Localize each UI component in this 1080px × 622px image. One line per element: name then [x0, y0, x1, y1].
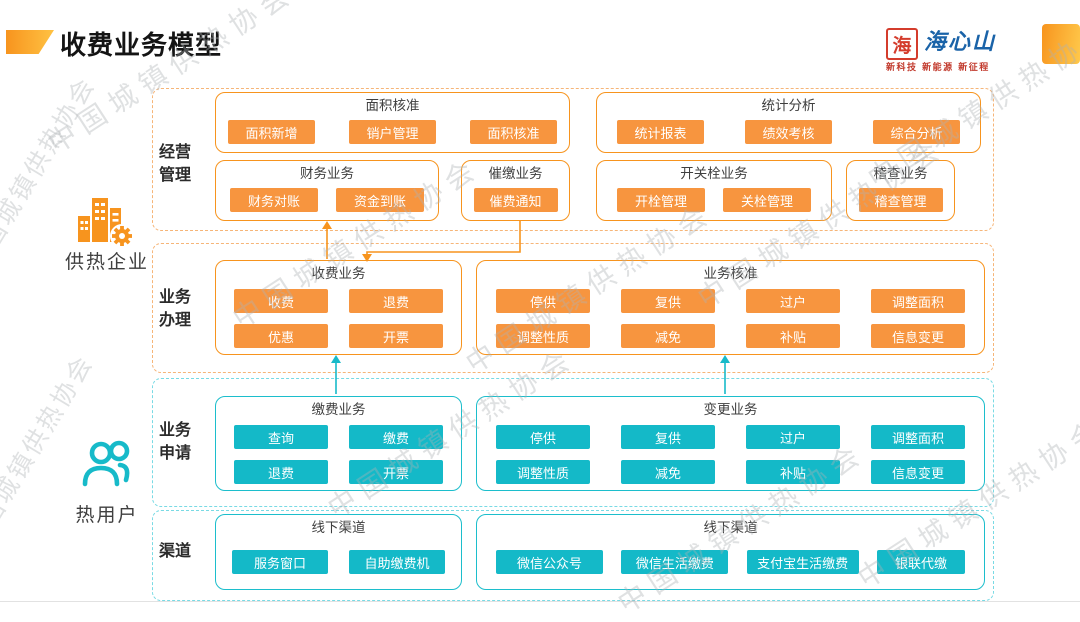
approval-transfer-button[interactable]: 过户: [746, 289, 840, 313]
section-business-application: [152, 378, 994, 507]
pay-button[interactable]: 缴费: [349, 425, 443, 449]
heating-company-label: 供热企业: [64, 252, 149, 273]
request-transfer-button[interactable]: 过户: [746, 425, 840, 449]
approval-reduction-button[interactable]: 减免: [621, 324, 715, 348]
section-label-channels: 渠道: [159, 543, 192, 560]
group-inspection: 稽查业务 稽查管理: [846, 160, 955, 221]
group-payment-business: 缴费业务 查询 缴费 退费 开票: [215, 396, 462, 491]
comprehensive-analysis-button[interactable]: 综合分析: [873, 120, 960, 144]
wechat-official-button[interactable]: 微信公众号: [496, 550, 603, 574]
section-operations-management: [152, 88, 994, 231]
group-title: 收费业务: [311, 266, 366, 281]
approval-info-change-button[interactable]: 信息变更: [871, 324, 965, 348]
stats-report-button[interactable]: 统计报表: [617, 120, 704, 144]
approval-adjust-area-button[interactable]: 调整面积: [871, 289, 965, 313]
group-title: 变更业务: [703, 402, 758, 417]
alipay-life-pay-button[interactable]: 支付宝生活缴费: [746, 550, 859, 574]
group-title: 开关栓业务: [680, 166, 748, 181]
group-statistics-analysis: 统计分析 统计报表 绩效考核 综合分析: [596, 92, 981, 153]
group-valve-switch: 开关栓业务 开栓管理 关栓管理: [596, 160, 832, 221]
request-adjust-nature-button[interactable]: 调整性质: [496, 460, 590, 484]
section-channels: [152, 510, 994, 601]
logo-tagline: 新科技 新能源 新征程: [886, 63, 990, 73]
request-reduction-button[interactable]: 减免: [621, 460, 715, 484]
corner-decoration: [1042, 24, 1080, 64]
page-title: 收费业务模型: [60, 30, 223, 60]
request-subsidy-button[interactable]: 补贴: [746, 460, 840, 484]
title-marker-shape: [6, 30, 54, 54]
section-label-operations: 经营管理: [159, 144, 192, 185]
heat-user-label: 热用户: [75, 505, 139, 526]
inspection-manage-button[interactable]: 稽查管理: [858, 188, 943, 212]
self-service-kiosk-button[interactable]: 自助缴费机: [349, 550, 445, 574]
group-finance: 财务业务 财务对账 资金到账: [215, 160, 439, 221]
group-title: 缴费业务: [311, 402, 366, 417]
group-charging-business: 收费业务 收费 退费 优惠 开票: [215, 260, 462, 355]
heat-user-icon: [80, 438, 140, 499]
request-resume-supply-button[interactable]: 复供: [621, 425, 715, 449]
invoice-button[interactable]: 开票: [349, 324, 443, 348]
refund-button[interactable]: 退费: [349, 289, 443, 313]
section-label-application: 业务申请: [159, 422, 192, 463]
section-label-handling: 业务办理: [159, 289, 192, 330]
company-logo: 海 海心山 新科技 新能源 新征程: [886, 20, 1080, 73]
group-title: 线下渠道: [703, 520, 758, 535]
group-title: 稽查业务: [873, 166, 928, 181]
request-adjust-area-button[interactable]: 调整面积: [871, 425, 965, 449]
valve-open-button[interactable]: 开栓管理: [617, 188, 705, 212]
performance-review-button[interactable]: 绩效考核: [745, 120, 832, 144]
service-window-button[interactable]: 服务窗口: [232, 550, 328, 574]
account-cancel-button[interactable]: 销户管理: [349, 120, 436, 144]
area-approval-button[interactable]: 面积核准: [470, 120, 557, 144]
refund-request-button[interactable]: 退费: [234, 460, 328, 484]
query-button[interactable]: 查询: [234, 425, 328, 449]
request-stop-supply-button[interactable]: 停供: [496, 425, 590, 449]
logo-brand-name: 海心山: [924, 29, 997, 55]
invoice-request-button[interactable]: 开票: [349, 460, 443, 484]
charge-button[interactable]: 收费: [234, 289, 328, 313]
approval-adjust-nature-button[interactable]: 调整性质: [496, 324, 590, 348]
payment-reminder-button[interactable]: 催费通知: [473, 188, 558, 212]
fund-arrival-button[interactable]: 资金到账: [336, 188, 424, 212]
wechat-life-pay-button[interactable]: 微信生活缴费: [621, 550, 729, 574]
group-title: 面积核准: [365, 98, 420, 113]
group-area-approval: 面积核准 面积新增 销户管理 面积核准: [215, 92, 570, 153]
group-title: 线下渠道: [311, 520, 366, 535]
slide-bottom-edge: [0, 601, 1080, 602]
valve-close-button[interactable]: 关栓管理: [723, 188, 811, 212]
group-title: 财务业务: [300, 166, 354, 181]
discount-button[interactable]: 优惠: [234, 324, 328, 348]
approval-stop-supply-button[interactable]: 停供: [496, 289, 590, 313]
group-title: 统计分析: [761, 98, 816, 113]
unionpay-collect-button[interactable]: 银联代缴: [876, 550, 965, 574]
finance-reconcile-button[interactable]: 财务对账: [230, 188, 318, 212]
group-title: 催缴业务: [488, 166, 543, 181]
request-info-change-button[interactable]: 信息变更: [871, 460, 965, 484]
heating-company-icon: [76, 190, 140, 255]
logo-seal-icon: 海: [886, 28, 918, 60]
group-collection: 催缴业务 催费通知: [461, 160, 570, 221]
group-offline-channel-right: 线下渠道 微信公众号 微信生活缴费 支付宝生活缴费 银联代缴: [476, 514, 985, 590]
group-offline-channel-left: 线下渠道 服务窗口 自助缴费机: [215, 514, 462, 590]
approval-subsidy-button[interactable]: 补贴: [746, 324, 840, 348]
section-business-handling: [152, 243, 994, 373]
group-change-business: 变更业务 停供 复供 过户 调整面积 调整性质 减免 补贴 信息变更: [476, 396, 985, 491]
group-title: 业务核准: [703, 266, 758, 281]
approval-resume-supply-button[interactable]: 复供: [621, 289, 715, 313]
area-add-button[interactable]: 面积新增: [228, 120, 315, 144]
group-business-approval: 业务核准 停供 复供 过户 调整面积 调整性质 减免 补贴 信息变更: [476, 260, 985, 355]
